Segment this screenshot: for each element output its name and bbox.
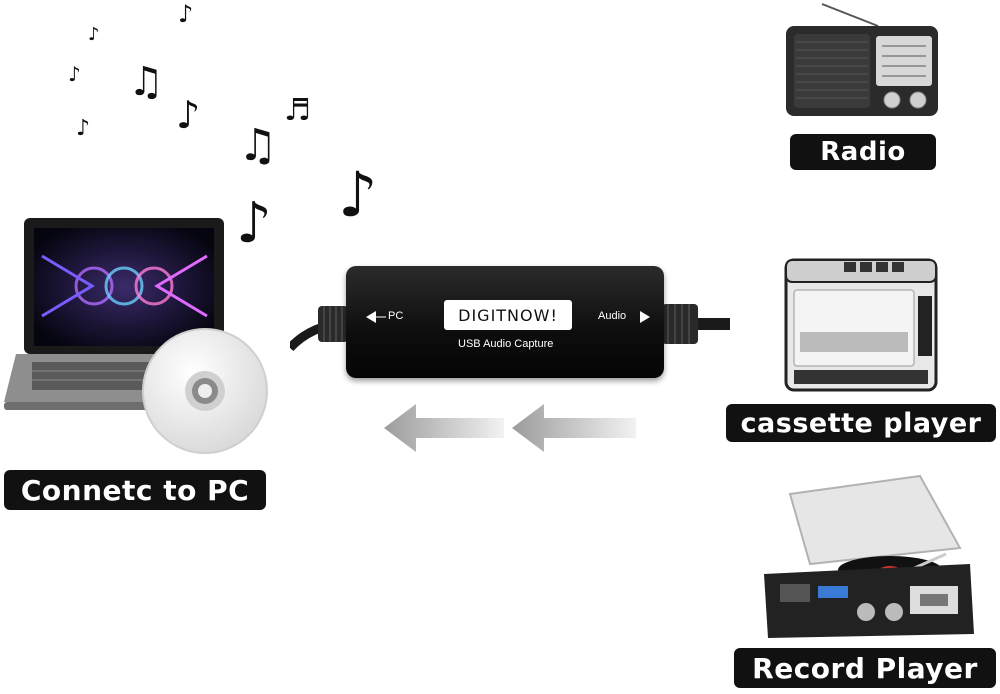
music-note-icon: ♬ <box>284 93 311 128</box>
device-subtitle: USB Audio Capture <box>458 338 554 350</box>
cd-icon <box>142 328 268 454</box>
music-note-icon: ♪ <box>176 93 201 137</box>
music-note-icon: ♪ <box>68 62 81 86</box>
pc-port-label: PC <box>388 310 404 322</box>
music-note-icon: ♫ <box>128 59 164 105</box>
music-note-icon: ♪ <box>338 158 378 231</box>
arrow-left-icon <box>366 311 386 323</box>
cable-icon <box>290 304 730 352</box>
cassette-player-icon <box>784 258 938 392</box>
music-note-icon: ♪ <box>236 191 272 256</box>
usb-audio-capture-device: PC DIGITNOW! Audio USB Audio Capture <box>346 266 664 378</box>
cassette-player-label: cassette player <box>726 404 996 442</box>
connect-to-pc-label: Connetc to PC <box>4 470 266 510</box>
radio-label: Radio <box>790 134 936 170</box>
arrow-left-icon <box>384 404 636 452</box>
radio-icon <box>786 3 938 116</box>
record-player-label: Record Player <box>734 648 996 688</box>
music-note-icon: ♪ <box>88 24 100 45</box>
record-player-icon <box>764 474 974 638</box>
arrow-right-icon <box>640 311 650 323</box>
music-note-icon: ♪ <box>178 0 194 28</box>
audio-port-label: Audio <box>598 310 627 322</box>
music-note-icon: ♫ <box>238 120 278 171</box>
brand-logo: DIGITNOW! <box>444 300 572 330</box>
music-note-icon: ♪ <box>76 116 91 141</box>
